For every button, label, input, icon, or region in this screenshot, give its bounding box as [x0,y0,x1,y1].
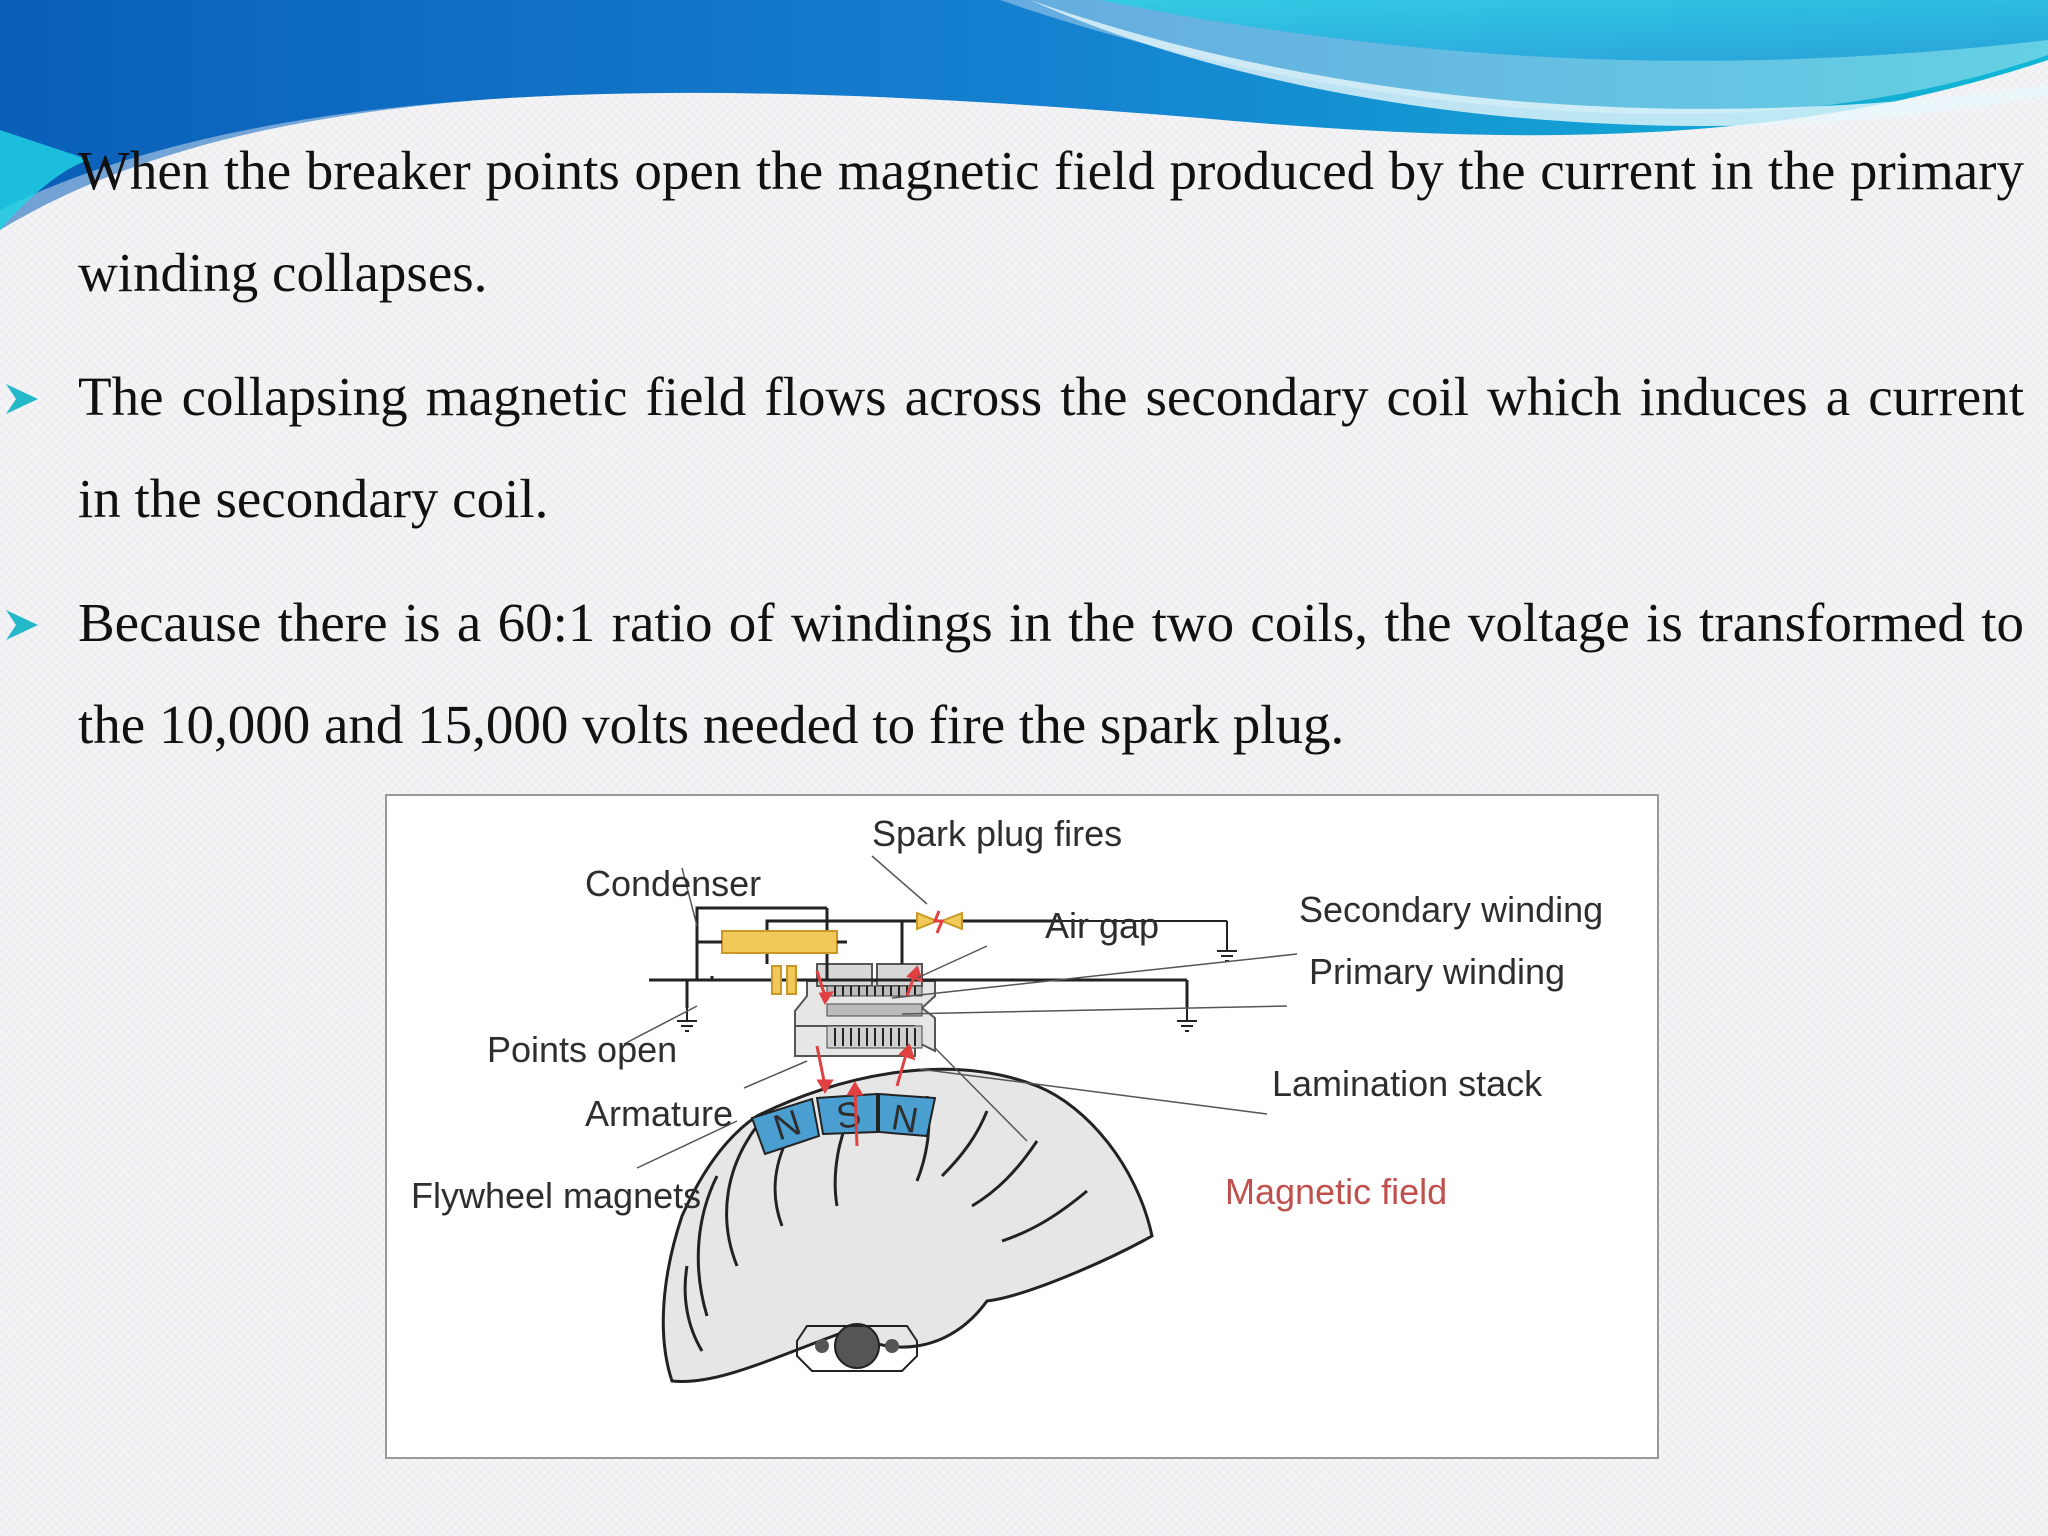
magnet-left [750,1097,821,1156]
spark-icon [932,910,945,934]
hub-plate [796,1325,918,1372]
bullet-item-2: The collapsing magnetic field flows acro… [0,346,2048,550]
label-condenser: Condenser [585,863,761,904]
label-air-gap: Air gap [1045,905,1159,946]
flywheel-magnets-group: N S N [750,1092,937,1156]
primary-coil-lower [826,1003,923,1017]
magnet-right [878,1092,937,1138]
bullet-text-1: When the breaker points open the magneti… [78,140,2024,303]
arrow-bullet-icon [6,610,38,640]
condenser-component [721,930,838,954]
hub-bolt-right [885,1339,899,1353]
spark-plug-gap [916,911,963,931]
bullet-item-1: When the breaker points open the magneti… [0,120,2048,324]
magneto-ignition-diagram: N S N [385,794,1659,1459]
label-armature: Armature [585,1093,733,1134]
label-spark-plug-fires: Spark plug fires [872,813,1122,854]
bullet-item-3: Because there is a 60:1 ratio of winding… [0,572,2048,776]
hub-bolt-left [815,1339,829,1353]
bullet-text-2: The collapsing magnetic field flows acro… [78,366,2024,529]
leader-lines [623,855,1298,1169]
label-lamination-stack: Lamination stack [1272,1063,1543,1104]
diagram-canvas: N S N [411,813,1603,1384]
bullet-text-3: Because there is a 60:1 ratio of winding… [78,592,2024,755]
breaker-point-right [786,965,797,995]
magnetic-field-arrows [815,965,924,1147]
arrow-bullet-icon [6,384,38,414]
label-primary-winding: Primary winding [1309,951,1565,992]
coil-turns-lower [834,1028,916,1046]
label-points-open: Points open [487,1029,677,1070]
flywheel-hub [834,1323,880,1369]
label-secondary-winding: Secondary winding [1299,889,1603,930]
header-wave-decoration [0,0,2048,230]
breaker-point-left [771,965,782,995]
core-top-left [816,963,873,987]
bullet-list: When the breaker points open the magneti… [0,120,2048,798]
label-flywheel-magnets: Flywheel magnets [411,1175,701,1216]
label-magnetic-field: Magnetic field [1225,1171,1447,1212]
